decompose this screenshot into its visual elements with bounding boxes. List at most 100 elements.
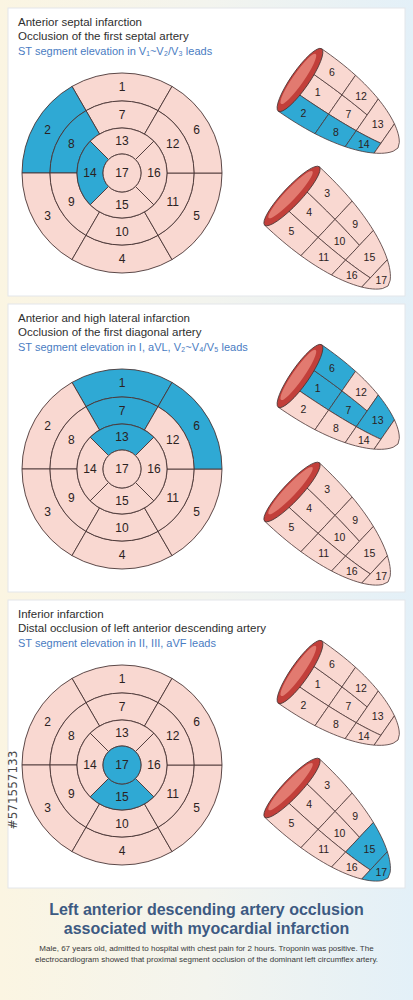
ventricle-wall <box>271 636 329 709</box>
callout-number: 12 <box>166 434 179 446</box>
callout-number: 5 <box>288 226 294 237</box>
callout-number: 11 <box>318 548 329 559</box>
callout-number: 4 <box>119 549 126 561</box>
segment <box>103 154 141 192</box>
callout-number: 7 <box>346 404 352 415</box>
callout-number: 1 <box>119 673 126 685</box>
watermark: #571557133 <box>7 751 19 830</box>
panel-heading: Anterior septal infarction <box>18 15 395 29</box>
heart-segment <box>362 260 391 289</box>
callout-number: 10 <box>115 226 128 238</box>
callout-number: 4 <box>306 207 312 218</box>
panel: Anterior and high lateral infarctionOccl… <box>8 304 405 362</box>
bulls-eye <box>22 73 222 273</box>
callout-number: 1 <box>315 679 321 690</box>
callout-number: 10 <box>334 235 346 246</box>
callout-number: 2 <box>301 107 307 118</box>
callout-number: 15 <box>364 252 376 263</box>
ventricle-cavity <box>277 643 321 699</box>
panel: Inferior infarctionDistal occlusion of l… <box>8 600 405 658</box>
callout-number: 1 <box>315 87 321 98</box>
panel-ground <box>8 8 405 296</box>
panel-ground <box>8 600 405 888</box>
callout-number: 10 <box>115 818 128 830</box>
callout-number: 11 <box>318 252 329 263</box>
ventricle-wall <box>271 44 329 117</box>
callout-number: 11 <box>318 844 329 855</box>
callout-number: 16 <box>346 566 358 577</box>
caption: Male, 67 years old, admitted to hospital… <box>28 944 385 966</box>
segment <box>103 746 141 784</box>
callout-number: 2 <box>301 403 307 414</box>
callout-number: 2 <box>44 124 51 136</box>
callout-number: 6 <box>193 124 200 136</box>
heart-segment <box>362 852 391 881</box>
bulls-eye <box>22 665 222 865</box>
callout-number: 3 <box>324 484 330 495</box>
heart-3d <box>258 161 390 289</box>
callout-number: 13 <box>372 119 384 130</box>
callout-number: 14 <box>83 167 96 179</box>
ecg-leads: ST segment elevation in II, III, aVF lea… <box>18 637 395 651</box>
callout-number: 10 <box>334 827 346 838</box>
callout-number: 12 <box>166 730 179 742</box>
callout-number: 12 <box>166 138 179 150</box>
panel-subheading: Occlusion of the first diagonal artery <box>18 325 395 339</box>
callout-number: 4 <box>306 503 312 514</box>
panel-heading: Inferior infarction <box>18 607 395 621</box>
callout-number: 3 <box>324 188 330 199</box>
callout-number: 13 <box>115 431 128 443</box>
ventricle-cavity <box>277 347 321 403</box>
callout-number: 7 <box>346 700 352 711</box>
bulls-eye <box>22 369 222 569</box>
heart-segment <box>345 427 381 449</box>
heart-segment <box>345 723 381 745</box>
callout-number: 8 <box>333 422 339 433</box>
base-opening <box>271 340 329 413</box>
callout-number: 6 <box>329 363 335 374</box>
heart-segment <box>362 556 391 585</box>
callout-number: 5 <box>288 522 294 533</box>
callout-number: 17 <box>375 866 387 877</box>
callout-number: 9 <box>352 218 358 229</box>
callout-number: 8 <box>333 126 339 137</box>
callout-number: 14 <box>358 435 370 446</box>
callout-number: 16 <box>147 759 160 771</box>
ventricle-cavity <box>265 168 317 222</box>
base-opening <box>258 753 326 824</box>
callout-number: 13 <box>115 135 128 147</box>
callout-number: 3 <box>44 210 51 222</box>
callout-number: 17 <box>115 463 128 475</box>
callout-number: 1 <box>315 383 321 394</box>
callout-number: 7 <box>119 701 126 713</box>
callout-number: 14 <box>83 759 96 771</box>
callout-number: 14 <box>358 139 370 150</box>
heart-segment <box>332 260 371 287</box>
heart-segment <box>345 131 381 153</box>
callout-number: 7 <box>346 108 352 119</box>
callout-number: 6 <box>329 67 335 78</box>
callout-number: 17 <box>375 274 387 285</box>
panel-heading: Anterior and high lateral infarction <box>18 311 395 325</box>
callout-number: 8 <box>333 718 339 729</box>
callout-number: 5 <box>193 210 200 222</box>
callout-number: 13 <box>115 727 128 739</box>
ventricle-wall <box>271 340 329 413</box>
callout-number: 16 <box>147 167 160 179</box>
callout-number: 17 <box>375 570 387 581</box>
callout-number: 11 <box>166 492 178 504</box>
callout-number: 16 <box>346 862 358 873</box>
callout-number: 4 <box>119 253 126 265</box>
callout-number: 1 <box>119 377 126 389</box>
ventricle-cavity <box>265 464 317 518</box>
ventricle-wall <box>258 161 326 232</box>
callout-number: 9 <box>68 788 75 800</box>
heart-segment <box>332 556 371 583</box>
callout-number: 8 <box>68 138 75 150</box>
ecg-leads: ST segment elevation in I, aVL, V₂~V₄/V₅… <box>18 341 395 355</box>
callout-number: 9 <box>352 810 358 821</box>
base-opening <box>271 44 329 117</box>
callout-number: 15 <box>364 548 376 559</box>
callout-number: 13 <box>372 711 384 722</box>
